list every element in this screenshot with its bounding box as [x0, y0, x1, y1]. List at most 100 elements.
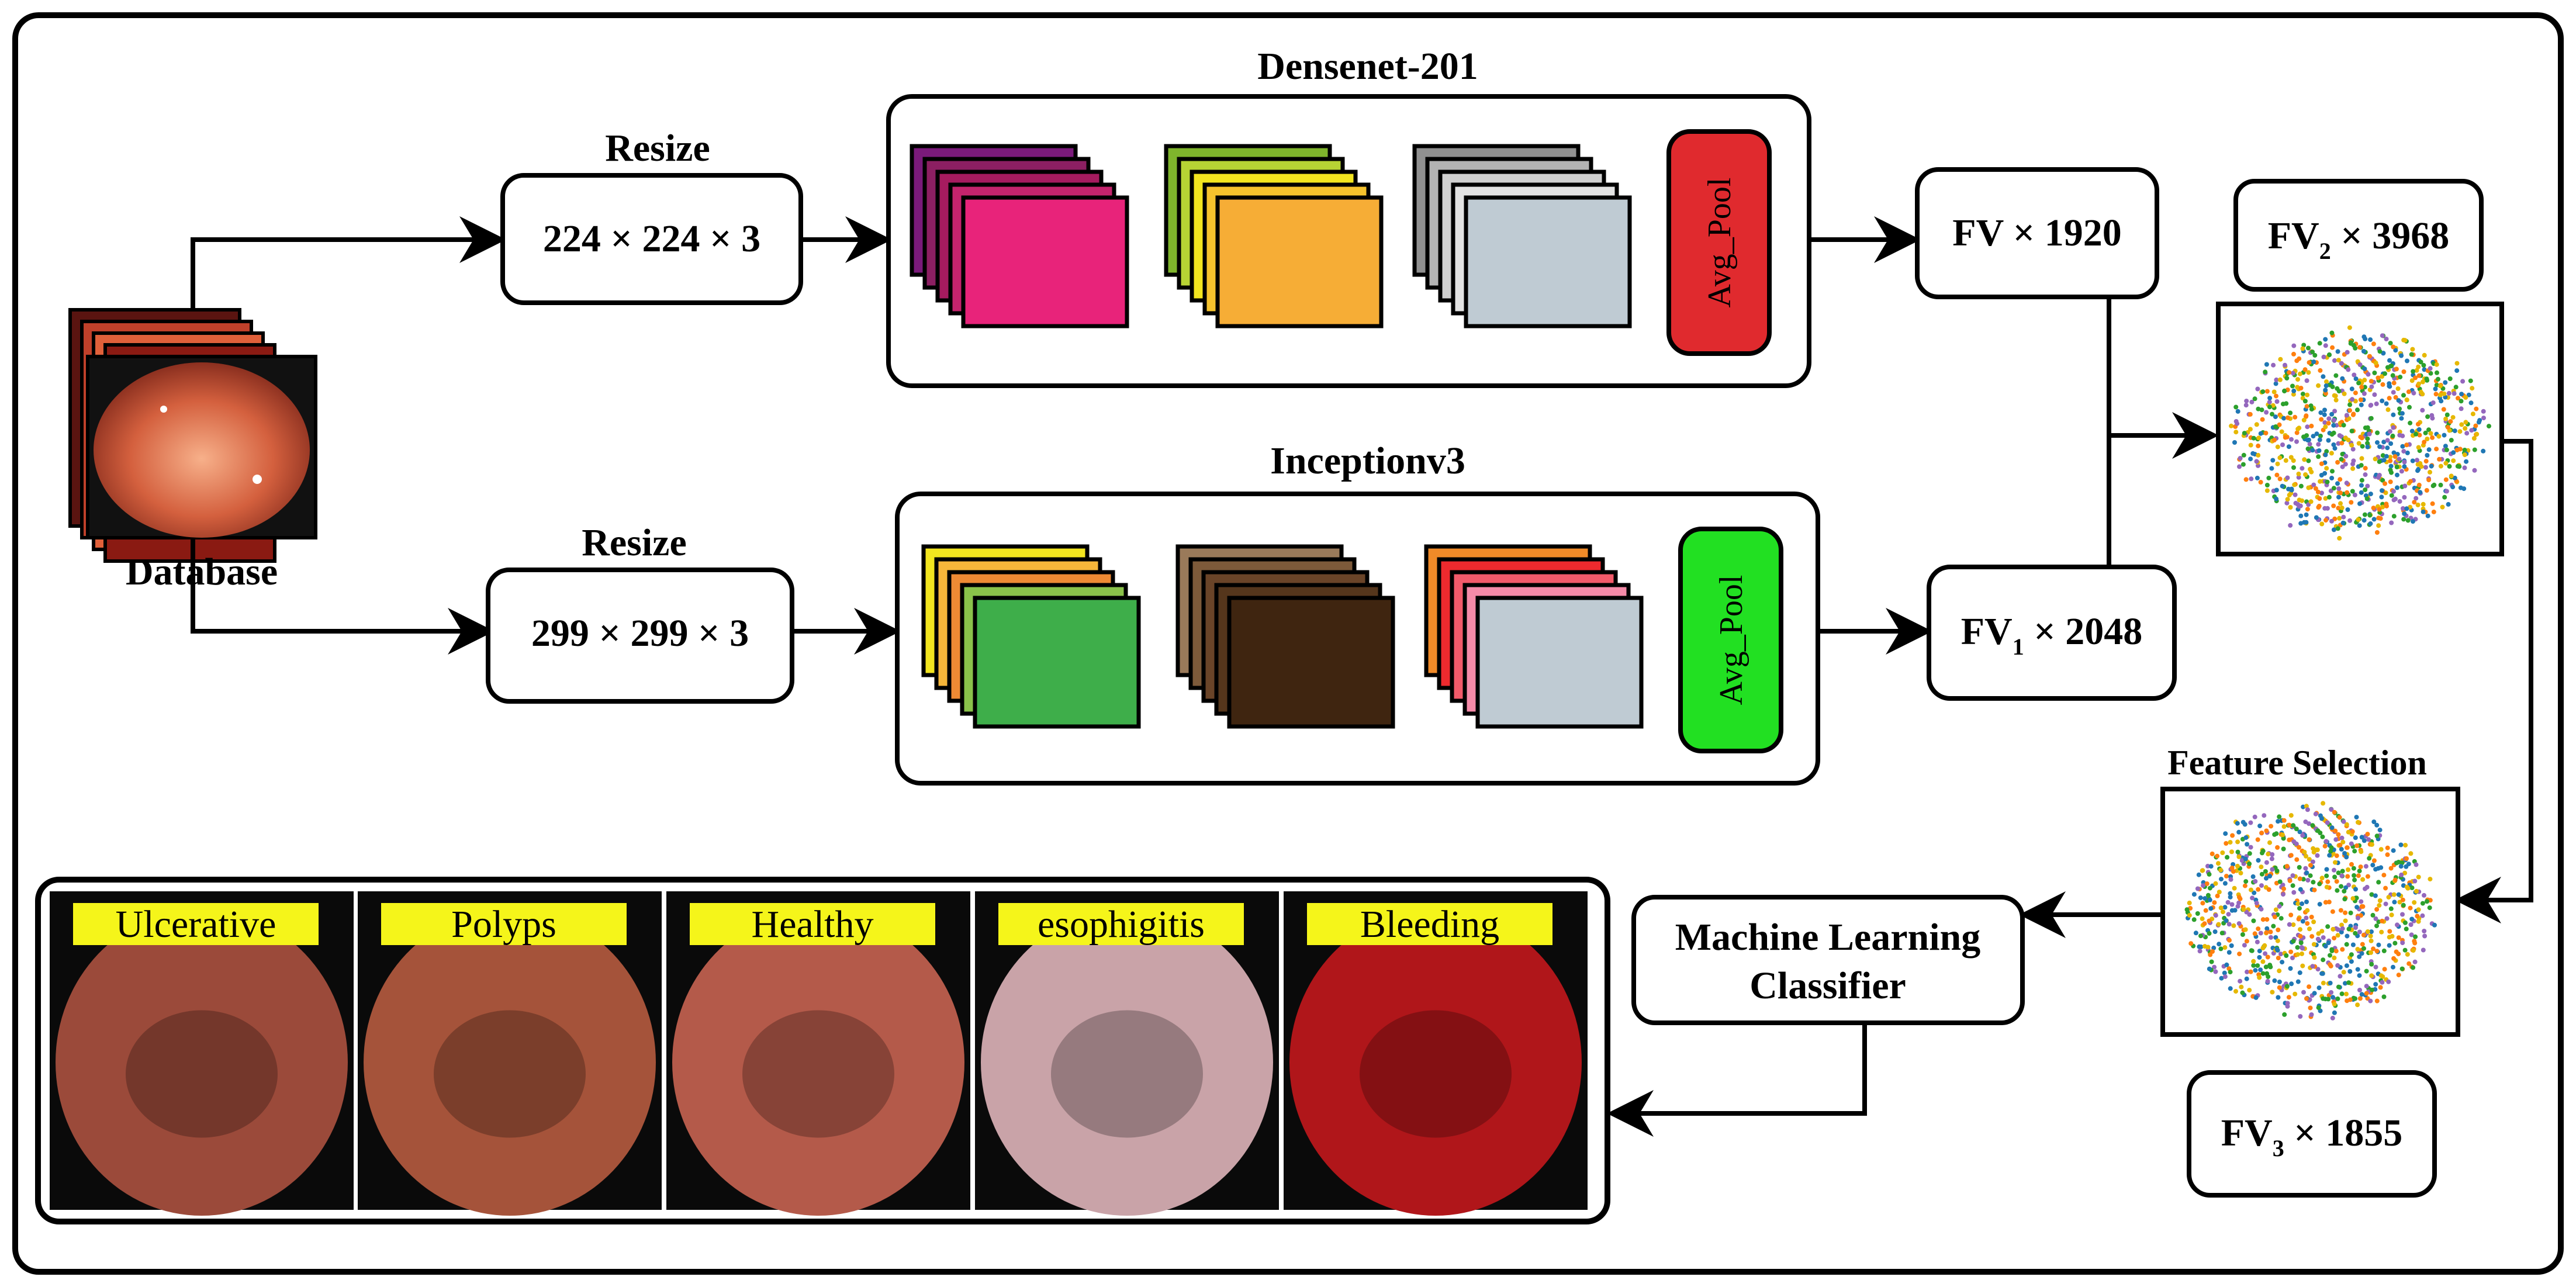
scatter-point	[2384, 503, 2389, 508]
scatter-point	[2340, 947, 2345, 952]
scatter-point	[2226, 922, 2232, 927]
scatter-point	[2264, 930, 2269, 935]
scatter-point	[2454, 361, 2460, 366]
scatter-point	[2302, 457, 2307, 462]
scatter-point	[2416, 427, 2422, 432]
scatter-point	[2393, 395, 2398, 400]
scatter-point	[2317, 437, 2322, 442]
scatter-point	[2340, 452, 2345, 456]
scatter-point	[2474, 431, 2480, 437]
scatter-point	[2365, 436, 2370, 441]
scatter-point	[2243, 856, 2248, 862]
scatter-point	[2208, 864, 2214, 869]
scatter-point	[2244, 399, 2249, 404]
scatter-point	[2429, 413, 2435, 418]
scatter-point	[2338, 477, 2343, 482]
scatter-point	[2327, 853, 2332, 858]
scatter-point	[2254, 901, 2259, 906]
scatter-point	[2317, 881, 2322, 887]
scatter-point	[2267, 840, 2272, 845]
scatter-point	[2315, 853, 2320, 858]
scatter-point	[2270, 990, 2275, 995]
scatter-point	[2219, 975, 2224, 981]
scatter-point	[2469, 428, 2474, 433]
scatter-point	[2293, 492, 2298, 497]
scatter-point	[2241, 907, 2246, 912]
scatter-point	[2385, 365, 2390, 370]
scatter-point	[2321, 980, 2326, 985]
scatter-point	[2251, 959, 2256, 964]
scatter-point	[2356, 380, 2361, 386]
scatter-point	[2301, 417, 2307, 423]
scatter-point	[2461, 486, 2467, 492]
scatter-point	[2305, 438, 2311, 443]
scatter-point	[2268, 964, 2273, 970]
scatter-point	[2191, 917, 2197, 922]
scatter-point	[2204, 881, 2210, 886]
scatter-point	[2277, 980, 2282, 984]
scatter-point	[2395, 485, 2399, 490]
scatter-point	[2412, 878, 2418, 884]
scatter-point	[2302, 849, 2307, 854]
scatter-point	[2421, 363, 2426, 368]
scatter-point	[2233, 430, 2239, 435]
scatter-point	[2263, 369, 2268, 375]
scatter-point	[2376, 375, 2381, 380]
scatter-point	[2273, 907, 2278, 912]
class-label-bg	[1307, 903, 1552, 945]
scatter-point	[2389, 493, 2394, 498]
scatter-point	[2275, 938, 2280, 943]
scatter-point	[2213, 969, 2218, 974]
scatter-point	[2443, 444, 2448, 449]
scatter-point	[2322, 470, 2328, 476]
class-label: Bleeding	[1360, 903, 1499, 946]
scatter-point	[2297, 845, 2301, 850]
scatter-point	[2198, 933, 2203, 939]
scatter-point	[2392, 940, 2398, 946]
scatter-point	[2263, 869, 2268, 874]
scatter-point	[2388, 341, 2393, 346]
scatter-point	[2233, 404, 2239, 410]
scatter-point	[2286, 995, 2291, 1000]
scatter-point	[2443, 477, 2449, 482]
scatter-point	[2244, 939, 2249, 944]
scatter-point	[2368, 938, 2374, 943]
scatter-point	[2468, 378, 2473, 383]
class-image	[364, 909, 656, 1216]
scatter-point	[2416, 381, 2421, 386]
scatter-point	[2235, 849, 2240, 854]
scatter-point	[2363, 886, 2367, 891]
scatter-point	[2256, 452, 2261, 458]
scatter-point	[2395, 472, 2399, 478]
scatter-point	[2303, 866, 2308, 871]
scatter-point	[2325, 820, 2330, 825]
scatter-point	[2298, 386, 2304, 390]
scatter-point	[2222, 974, 2228, 980]
scatter-point	[2295, 385, 2300, 390]
scatter-point	[2425, 437, 2430, 441]
resize-label-top: Resize	[605, 127, 710, 169]
scatter-point	[2367, 856, 2372, 861]
scatter-point	[2331, 418, 2336, 423]
scatter-point	[2388, 455, 2393, 459]
scatter-point	[2330, 384, 2335, 389]
class-image	[672, 909, 964, 1216]
scatter-point	[2400, 444, 2405, 449]
scatter-point	[2444, 447, 2449, 452]
fusion-scatter-plot	[2216, 302, 2504, 556]
scatter-point	[2321, 957, 2326, 963]
scatter-point	[2408, 851, 2414, 856]
scatter-point	[2269, 935, 2273, 940]
scatter-point	[2374, 833, 2380, 839]
scatter-point	[2269, 856, 2274, 862]
scatter-point	[2230, 833, 2235, 838]
scatter-point	[2391, 425, 2396, 430]
scatter-point	[2379, 494, 2384, 500]
scatter-point	[2378, 865, 2384, 870]
scatter-point	[2339, 835, 2345, 840]
scatter-point	[2217, 890, 2222, 895]
scatter-point	[2359, 456, 2364, 461]
scatter-point	[2304, 520, 2309, 525]
scatter-point	[2310, 859, 2315, 864]
scatter-point	[2363, 864, 2368, 869]
